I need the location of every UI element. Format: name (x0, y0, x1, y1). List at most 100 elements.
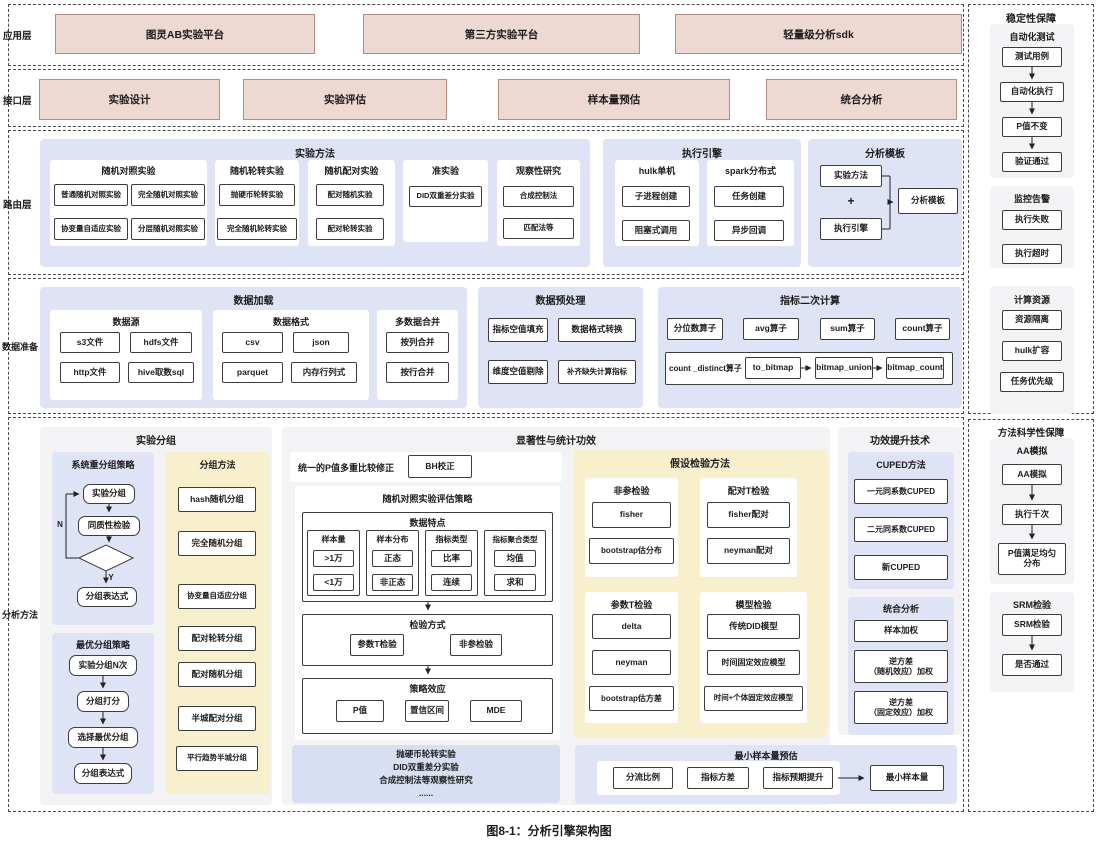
method-box: 协变量自适应实验 (54, 218, 128, 240)
template-input-engine: 执行引擎 (820, 218, 882, 240)
layer-row-application (8, 4, 964, 66)
meta-analysis-title: 统合分析 (882, 604, 919, 614)
template-input-method: 实验方法 (820, 165, 882, 187)
science-title: 方法科学性保障 (997, 428, 1065, 439)
app-platform-thirdparty: 第三方实验平台 (363, 14, 640, 54)
preprocess-box: 数据格式转换 (558, 318, 636, 342)
hypothesis-box: 传统DID模型 (707, 614, 800, 639)
note-line: 合成控制法等观察性研究 (379, 775, 473, 785)
trait-col-title: 样本分布 (376, 535, 409, 544)
hypothesis-title: 假设检验方法 (670, 459, 730, 470)
hypothesis-box: neyman (592, 650, 671, 675)
other-methods-note: 抛硬币轮转实验 DID双重差分实验 合成控制法等观察性研究 ...... (292, 745, 560, 803)
hypothesis-box: delta (592, 614, 671, 639)
grouping-method-box: 配对随机分组 (178, 662, 256, 687)
system-regroup-title: 系统重分组策略 (71, 460, 135, 470)
flow-step: 实验分组N次 (69, 655, 137, 676)
grouping-methods-title: 分组方法 (199, 460, 236, 470)
grouping-method-box: 平行趋势半城分组 (176, 746, 258, 771)
group-hulk-title: hulk单机 (638, 166, 676, 176)
min-sample-input: 分流比例 (613, 767, 673, 789)
monitor-box: 执行超时 (1002, 244, 1062, 264)
cuped-box: 二元同系数CUPED (854, 517, 948, 542)
flow-decision-label: 是否通过 (90, 554, 122, 563)
aa-sim-title: AA模拟 (1016, 446, 1048, 456)
panel-preprocessing (478, 287, 643, 408)
hypothesis-box: 时间+个体固定效应模型 (704, 686, 803, 711)
min-sample-input: 指标预期提升 (763, 767, 833, 789)
merge-box: 按列合并 (386, 332, 449, 353)
cuped-box: 一元同系数CUPED (854, 479, 948, 504)
meta-box: 逆方差 （固定效应）加权 (854, 691, 948, 724)
monitor-box: 执行失败 (1002, 210, 1062, 230)
min-sample-input: 指标方差 (687, 767, 749, 789)
format-box: 内存行列式 (291, 362, 357, 383)
auto-test-step: 自动化执行 (1000, 82, 1064, 102)
method-box: 合成控制法 (503, 186, 574, 207)
method-box: 抛硬币轮转实验 (219, 184, 295, 206)
resource-box: 任务优先级 (1000, 372, 1064, 392)
hypothesis-box: bootstrap估方差 (589, 686, 674, 711)
layer-label-dataprep: 数据准备 (2, 342, 39, 352)
experiment-methods-title: 实验方法 (295, 149, 335, 160)
data-merge-title: 多数据合并 (394, 317, 440, 327)
significance-title: 显著性与统计功效 (516, 436, 596, 447)
layer-row-routing (8, 130, 964, 275)
min-sample-output: 最小样本量 (870, 765, 944, 791)
auto-test-step: 验证通过 (1002, 152, 1062, 172)
template-output: 分析模板 (898, 188, 958, 214)
effect-item: 置信区间 (405, 700, 449, 722)
layer-label-analysis: 分析方法 (2, 610, 39, 620)
stability-title: 稳定性保障 (1006, 14, 1056, 25)
operator-box: avg算子 (743, 318, 799, 340)
meta-box: 样本加权 (854, 620, 948, 642)
preprocess-box: 补齐缺失计算指标 (558, 360, 636, 384)
cuped-box: 新CUPED (854, 555, 948, 580)
resource-box: 资源隔离 (1002, 310, 1062, 330)
preprocess-box: 指标空值填充 (488, 318, 548, 342)
flow-step: 实验分组 (83, 484, 135, 504)
engine-box: 异步回调 (714, 220, 784, 241)
plus-sign: + (847, 194, 855, 208)
trait-item: >1万 (313, 550, 354, 567)
flow-yes-label: Y (108, 573, 114, 582)
resource-box: hulk扩容 (1002, 341, 1062, 361)
hypothesis-box: bootstrap估分布 (589, 538, 674, 564)
grouping-method-box: 完全随机分组 (178, 531, 256, 556)
grouping-method-box: hash随机分组 (178, 487, 256, 512)
method-box: 配对轮转实验 (316, 218, 384, 240)
flow-step: 分组表达式 (74, 763, 132, 784)
source-box: hive取数sql (128, 362, 194, 383)
grouping-method-box: 半城配对分组 (178, 706, 256, 731)
interface-exp-design: 实验设计 (39, 79, 220, 120)
aa-step: 执行千次 (1002, 504, 1062, 525)
trait-col-title: 指标聚合类型 (492, 535, 538, 544)
cuped-title: CUPED方法 (876, 460, 926, 470)
effect-item: MDE (470, 700, 522, 722)
group-data-format (213, 310, 369, 400)
group-quasi-title: 准实验 (431, 166, 459, 176)
aa-step: AA模拟 (1002, 464, 1062, 485)
grouping-method-box: 协变量自适应分组 (178, 584, 256, 609)
trait-item: 均值 (494, 550, 536, 567)
hypothesis-box: fisher (592, 502, 671, 528)
preprocess-box: 维度空值剔除 (488, 360, 548, 384)
bitmap-step: bitmap_union (815, 357, 873, 379)
source-box: hdfs文件 (130, 332, 192, 353)
trait-item: 正态 (372, 550, 413, 567)
group-rotation-title: 随机轮转实验 (229, 166, 284, 176)
data-source-title: 数据源 (112, 317, 140, 327)
app-platform-sdk: 轻量级分析sdk (675, 14, 962, 54)
hypothesis-box: 时间固定效应模型 (707, 650, 800, 675)
meta-box: 逆方差 （随机效应）加权 (854, 650, 948, 683)
source-box: s3文件 (60, 332, 120, 353)
note-line: DID双重差分实验 (393, 762, 459, 772)
param-t-title: 参数T检验 (610, 600, 653, 610)
operator-box: count算子 (895, 318, 950, 340)
engine-box: 阻塞式调用 (622, 220, 690, 241)
flow-no-label: N (57, 520, 63, 529)
source-box: http文件 (60, 362, 120, 383)
preprocessing-title: 数据预处理 (535, 296, 586, 307)
figure-caption: 图8-1：分析引擎架构图 (486, 824, 612, 838)
